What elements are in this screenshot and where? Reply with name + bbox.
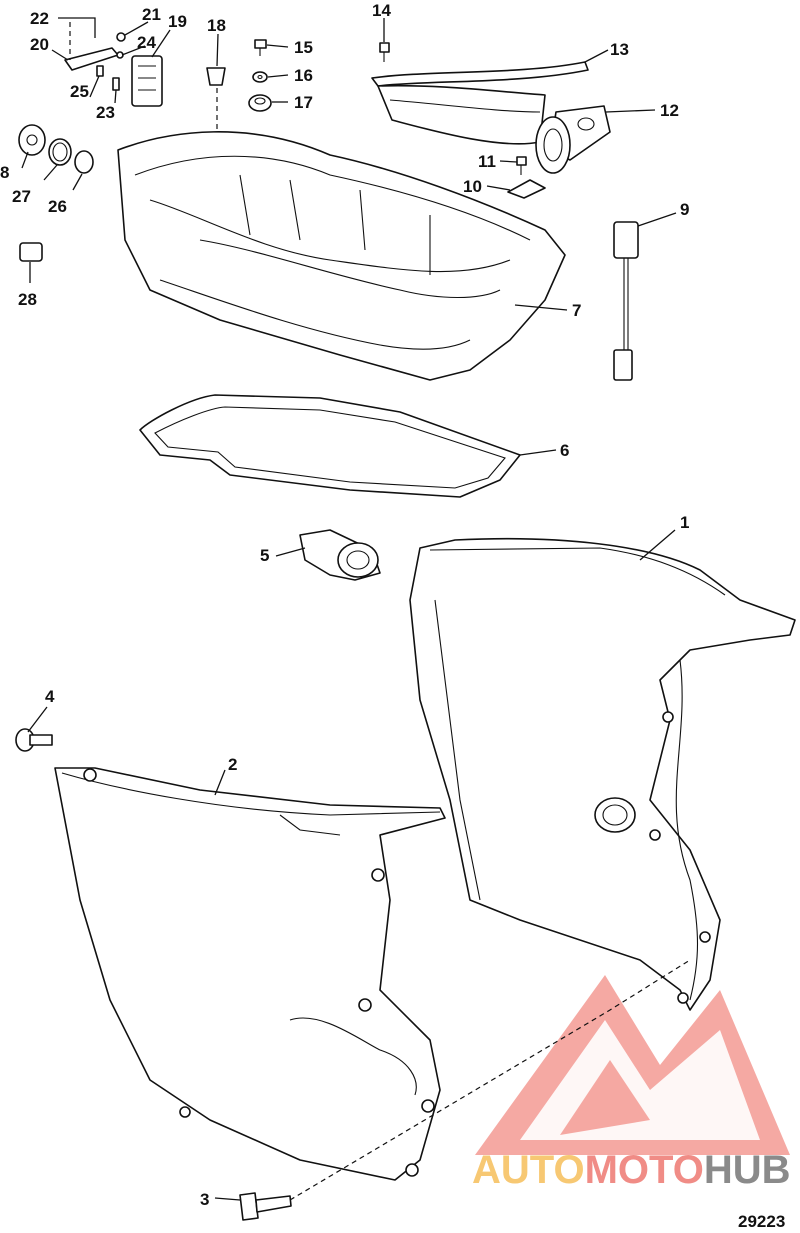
callout-1: 1	[680, 513, 689, 532]
callout-2: 2	[228, 755, 237, 774]
leader-lines	[21, 18, 677, 1201]
callout-19: 19	[168, 12, 187, 31]
callout-18: 18	[207, 16, 226, 35]
callout-11: 11	[478, 152, 496, 171]
callout-27: 27	[12, 187, 31, 206]
callout-20: 20	[30, 35, 49, 54]
callout-7: 7	[572, 301, 581, 320]
part-7-bottom-cowl-tray	[117, 131, 566, 381]
part-3-bolt	[239, 959, 691, 1221]
callout-10: 10	[463, 177, 482, 196]
part-13-rear-trim	[371, 61, 589, 145]
part-10-bracket	[507, 179, 546, 199]
watermark-logo: AUTOMOTOHUB	[472, 975, 791, 1192]
callout-3: 3	[200, 1190, 209, 1209]
part-14-screw	[379, 42, 390, 62]
parts-8-26-27-28	[18, 124, 94, 262]
callout-9: 9	[680, 200, 689, 219]
latch-assembly	[58, 17, 163, 107]
callout-6: 6	[560, 441, 569, 460]
part-9-harness	[613, 221, 639, 381]
callout-8: 8	[0, 163, 9, 182]
callout-25: 25	[70, 82, 89, 101]
callout-4: 4	[45, 687, 55, 706]
callout-12: 12	[660, 101, 679, 120]
callout-13: 13	[610, 40, 629, 59]
callout-22: 22	[30, 9, 49, 28]
part-2-side-cowl-left	[54, 767, 446, 1181]
part-12-rear-grip	[535, 105, 611, 174]
part-6-seal	[139, 394, 521, 498]
watermark-text: AUTOMOTOHUB	[472, 1148, 791, 1192]
diagram-id: 29223	[738, 1212, 785, 1231]
callout-23: 23	[96, 103, 115, 122]
part-4-bolt	[15, 728, 53, 752]
part-1-side-cowl-right	[409, 537, 796, 1011]
callout-21: 21	[142, 5, 161, 24]
callout-15: 15	[294, 38, 313, 57]
callout-17: 17	[294, 93, 313, 112]
watermark-text-auto: AUTO	[472, 1148, 585, 1192]
callout-5: 5	[260, 546, 269, 565]
callout-26: 26	[48, 197, 67, 216]
watermark-text-moto: MOTO	[585, 1148, 704, 1192]
callout-24: 24	[137, 33, 156, 52]
part-5-grommet	[299, 529, 381, 581]
callout-labels: 1 2 3 4 5 6 7 8 9 10 11 12 13 14 15 16 1…	[0, 1, 689, 1209]
callout-28: 28	[18, 290, 37, 309]
callout-16: 16	[294, 66, 313, 85]
callout-14: 14	[372, 1, 391, 20]
parts-15-17-hardware	[248, 39, 272, 112]
watermark-text-hub: HUB	[704, 1148, 791, 1192]
part-11-screw	[516, 156, 527, 175]
